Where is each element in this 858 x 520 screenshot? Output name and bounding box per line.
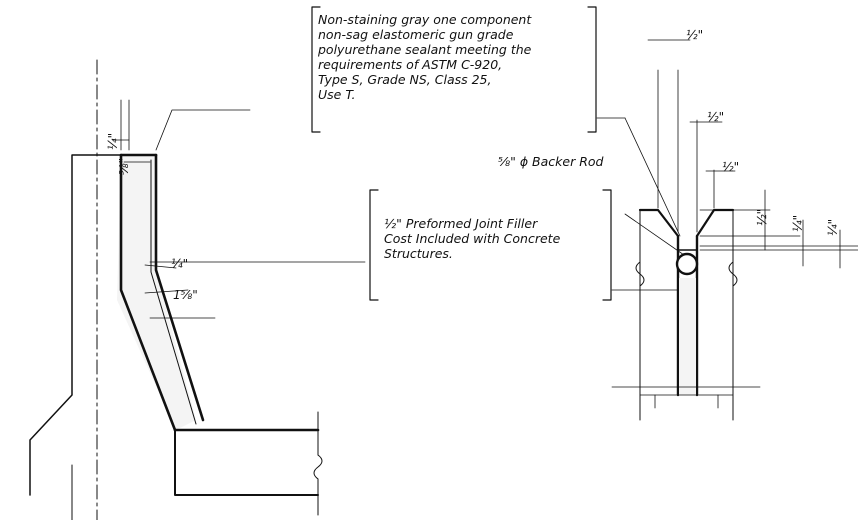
right-chamfer [695, 208, 735, 238]
dim-label-half-2: ½" [707, 110, 725, 124]
slab-face [154, 153, 205, 422]
slab-block [174, 429, 319, 496]
joint-filler-callout-line: Cost Included with Concrete [384, 231, 561, 246]
sealant-callout: Non-staining gray one component non-sag … [318, 12, 531, 102]
dim-label-five-eighths-top: ⅝" [117, 157, 131, 175]
dim-label-quarter-2: ¼" [826, 218, 840, 236]
joint-filler-callout-line: Structures. [384, 246, 453, 261]
dim-label-half-vertical: ½" [755, 208, 769, 226]
dim-label-half-1: ½" [686, 28, 704, 42]
backer-rod-leader [624, 213, 685, 256]
joint-filler-body [679, 278, 696, 395]
dim-label-quarter-1: ¼" [791, 214, 805, 232]
sealant-callout-line: Use T. [318, 87, 356, 102]
dim-label-quarter-top: ¼" [106, 132, 120, 150]
sealant-callout-line: Type S, Grade NS, Class 25, [318, 72, 492, 87]
backer-rod [675, 252, 699, 276]
sealant-leader [155, 109, 251, 151]
concrete-outline [29, 154, 121, 496]
sealant-leader-right-2 [624, 117, 681, 237]
left-section [29, 59, 366, 520]
dim-mid-1 [144, 264, 177, 269]
break-symbol [313, 454, 323, 480]
dim-label-quarter-mid: ¼" [171, 257, 189, 271]
sealant-callout-line: requirements of ASTM C-920, [318, 57, 503, 72]
joint-filler-callout: ½" Preformed Joint Filler Cost Included … [384, 216, 560, 261]
backer-rod-label: ⅝" ϕ Backer Rod [498, 154, 604, 169]
dim-label-one-five-eighths: 1⅝" [173, 288, 198, 302]
sealant-line [150, 159, 197, 425]
filler-bracket [369, 189, 612, 301]
wall-face [119, 153, 177, 432]
left-chamfer [638, 208, 680, 238]
right-section [596, 39, 858, 421]
joint-filler-callout-line: ½" Preformed Joint Filler [384, 216, 538, 231]
left-break [635, 261, 645, 287]
dim-label-half-3: ½" [722, 160, 740, 174]
sealant-bracket [311, 6, 597, 133]
sealant-callout-line: non-sag elastomeric gun grade [318, 27, 514, 42]
dim-mid-2 [144, 289, 189, 294]
sealant-callout-line: polyurethane sealant meeting the [318, 42, 532, 57]
right-break [728, 261, 738, 287]
sealant-callout-line: Non-staining gray one component [318, 12, 532, 27]
